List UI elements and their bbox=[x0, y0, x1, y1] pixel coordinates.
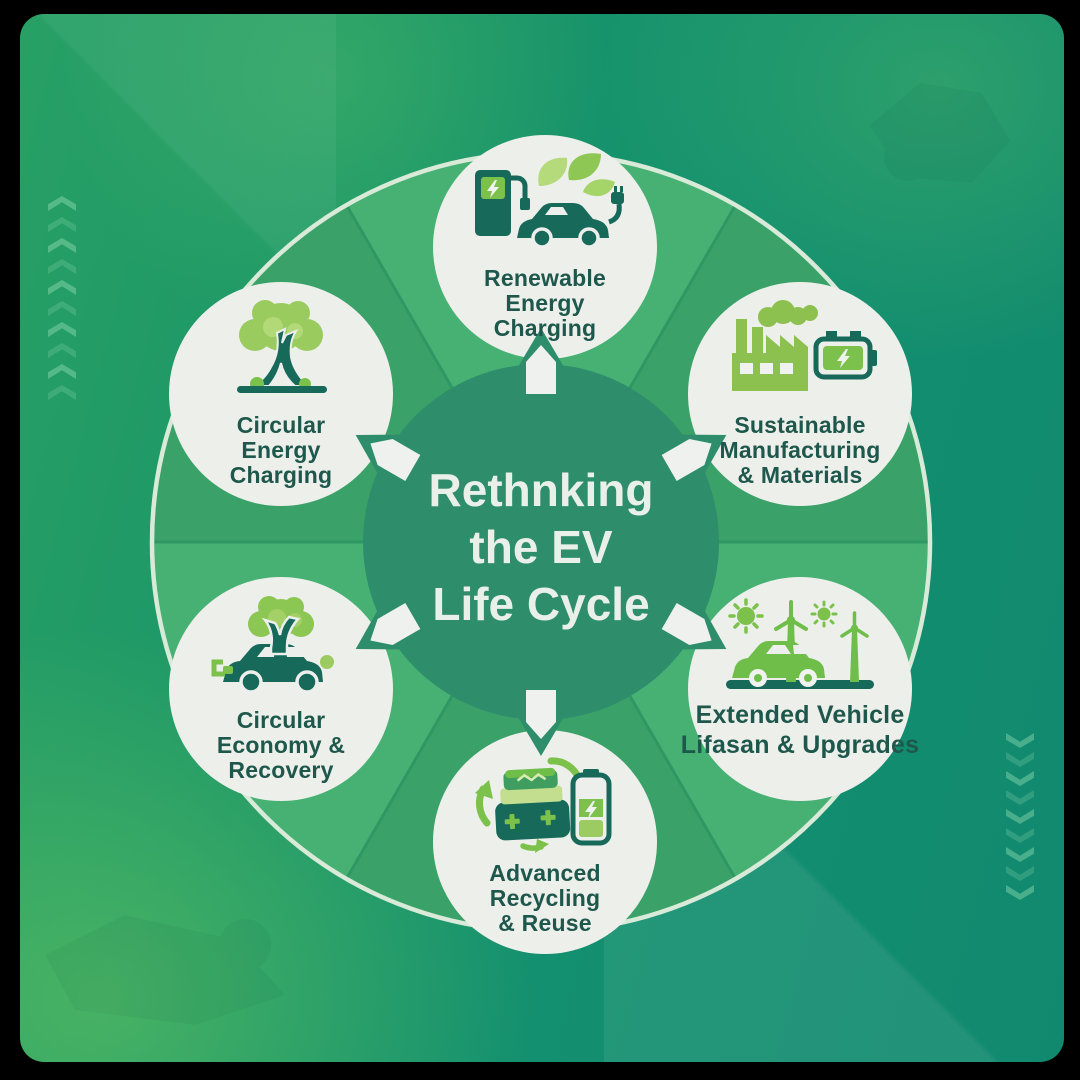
label-line: Recovery bbox=[228, 757, 334, 783]
infographic-canvas: Rethnking the EV Life Cycle Renewable En… bbox=[20, 14, 1064, 1062]
label-line: & Materials bbox=[737, 462, 863, 488]
hub-circle bbox=[363, 364, 719, 720]
label-line: Charging bbox=[493, 315, 597, 341]
node-label-advanced-recycling: Advanced Recycling & Reuse bbox=[425, 861, 665, 936]
label-line: Charging bbox=[229, 462, 333, 488]
center-title: Rethnking the EV Life Cycle bbox=[391, 462, 691, 633]
label-line: & Reuse bbox=[498, 910, 592, 936]
label-line: Renewable bbox=[484, 265, 606, 291]
ev-lifecycle-wheel bbox=[149, 135, 933, 954]
node-label-sustainable-manufacturing: Sustainable Manufacturing & Materials bbox=[680, 413, 920, 488]
ev-charging-car-leaves-icon bbox=[475, 153, 624, 249]
label-line: Economy & bbox=[216, 732, 346, 758]
label-line: Lifasan & Upgrades bbox=[680, 731, 920, 759]
node-circle-circular-energy-charging bbox=[169, 282, 393, 506]
tree-growing-car-icon bbox=[211, 596, 334, 694]
node-label-circular-economy: Circular Economy & Recovery bbox=[161, 708, 401, 783]
label-line: Extended Vehicle bbox=[695, 701, 905, 729]
label-line: Sustainable bbox=[734, 412, 866, 438]
hub-arrow-lower-left-icon bbox=[370, 603, 421, 645]
label-line: Advanced bbox=[489, 860, 601, 886]
watermark-shape-top-right bbox=[870, 83, 1010, 183]
center-title-line: the EV bbox=[469, 521, 613, 573]
label-line: Circular bbox=[236, 707, 326, 733]
center-title-line: Life Cycle bbox=[432, 578, 650, 630]
hub-arrows bbox=[370, 345, 712, 739]
label-line: Recycling bbox=[489, 885, 601, 911]
label-line: Energy bbox=[505, 290, 585, 316]
label-line: Manufacturing bbox=[719, 437, 881, 463]
label-line: Energy bbox=[241, 437, 321, 463]
node-label-renewable-energy-charging: Renewable Energy Charging bbox=[425, 266, 665, 341]
watermark-shape-bottom-left bbox=[45, 915, 285, 1025]
hub-arrow-upper-right-icon bbox=[661, 439, 712, 481]
hub-arrow-down-icon bbox=[526, 690, 556, 739]
factory-battery-icon bbox=[732, 300, 877, 391]
hub-arrow-up-icon bbox=[526, 345, 556, 394]
node-circle-circular-economy bbox=[169, 577, 393, 801]
node-label-extended-vehicle-lifespan: Extended Vehicle Lifasan & Upgrades bbox=[665, 700, 935, 760]
battery-recycling-icon bbox=[475, 757, 612, 853]
hub-arrow-lower-right-icon bbox=[661, 603, 712, 645]
node-label-circular-energy-charging: Circular Energy Charging bbox=[161, 413, 401, 488]
center-title-line: Rethnking bbox=[428, 464, 654, 516]
hub-arrow-upper-left-icon bbox=[370, 439, 421, 481]
label-line: Circular bbox=[236, 412, 326, 438]
car-wind-turbines-sun-icon bbox=[726, 598, 874, 689]
infographic-art: Rethnking the EV Life Cycle Renewable En… bbox=[20, 14, 1064, 1062]
tree-icon bbox=[237, 300, 327, 393]
